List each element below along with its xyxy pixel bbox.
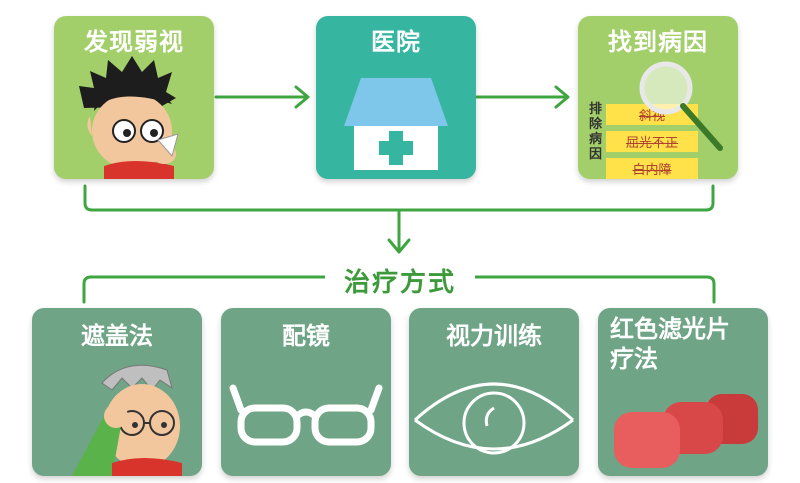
card-red-filter: 红色滤光片 疗法 — [598, 308, 768, 476]
card-title-red-filter: 红色滤光片 疗法 — [610, 315, 730, 373]
card-title-discover: 发现弱视 — [84, 28, 184, 56]
grandpa-icon — [72, 364, 182, 476]
person-icon — [79, 56, 179, 179]
cause-item: 白内障 — [606, 158, 698, 179]
card-occlusion: 遮盖法 — [32, 308, 202, 476]
card-title-training: 视力训练 — [446, 322, 542, 350]
card-find-cause: 找到病因 排 除 病 因 斜视 屈光不正 白内障 — [578, 16, 738, 179]
exclude-label: 排 除 病 因 — [589, 102, 603, 162]
card-vision-training: 视力训练 — [409, 308, 579, 476]
hospital-icon — [344, 78, 448, 170]
cause-item: 屈光不正 — [606, 131, 698, 152]
card-glasses: 配镜 — [221, 308, 391, 476]
card-hospital: 医院 — [316, 16, 476, 179]
cause-list: 斜视 屈光不正 白内障 — [606, 104, 698, 179]
treatment-label: 治疗方式 — [325, 262, 475, 299]
eye-icon — [413, 382, 575, 455]
card-title-occlusion: 遮盖法 — [81, 322, 153, 350]
magnifier-icon — [639, 61, 723, 151]
glasses-icon — [229, 384, 383, 446]
card-discover-amblyopia: 发现弱视 — [54, 16, 214, 179]
card-title-glasses: 配镜 — [282, 322, 330, 350]
red-filter-icon — [614, 394, 758, 468]
card-title-find-cause: 找到病因 — [608, 28, 708, 56]
card-title-hospital: 医院 — [371, 28, 421, 56]
